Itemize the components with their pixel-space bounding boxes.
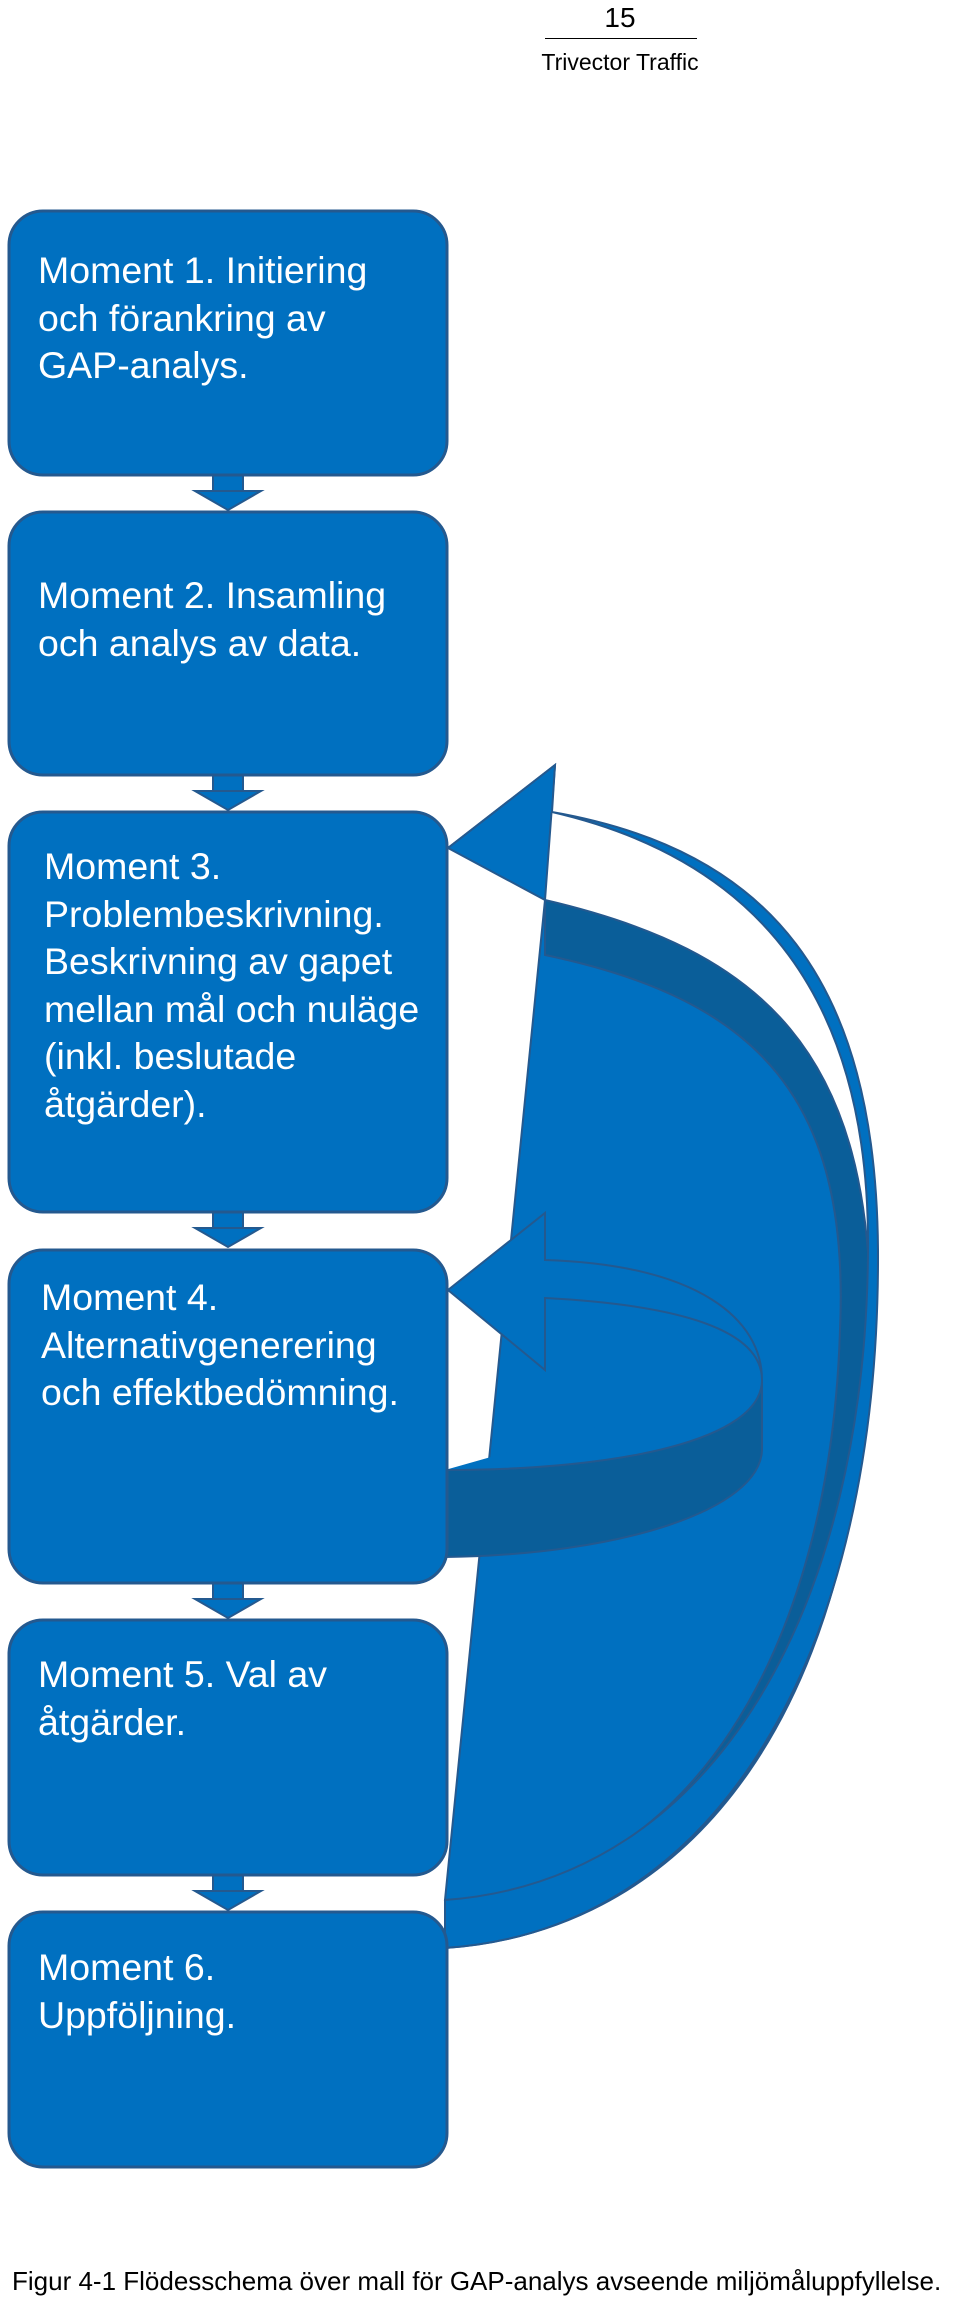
figure-caption: Figur 4-1 Flödesschema över mall för GAP… <box>12 2266 942 2296</box>
feedback-arrow-large-body <box>444 762 880 1950</box>
step-box-5 <box>7 1618 449 1877</box>
step-label-3: Moment 3. Problembeskrivning. Beskrivnin… <box>44 845 420 1125</box>
step-label-6: Moment 6. Uppföljning. <box>38 1946 237 2036</box>
page-number: 15 <box>604 2 636 33</box>
step-box-6 <box>7 1910 449 2169</box>
step-label-1: Moment 1. Initiering och förankring av G… <box>38 249 368 386</box>
step-box-1 <box>7 209 449 477</box>
header-organization: Trivector Traffic <box>541 49 699 75</box>
connector-1-2 <box>191 474 265 512</box>
connector-2-3 <box>191 774 265 812</box>
step-label-4: Moment 4. Alternativgenerering och effek… <box>41 1276 399 1413</box>
step-label-2: Moment 2. Insamling och analys av data. <box>38 574 387 664</box>
step-box-2 <box>7 510 449 777</box>
connector-4-5 <box>191 1582 265 1620</box>
feedback-arrow-small <box>444 1210 764 1471</box>
step-box-3 <box>7 810 449 1214</box>
connector-3-4 <box>191 1211 265 1249</box>
step-box-4 <box>7 1248 449 1585</box>
connector-5-6 <box>191 1874 265 1912</box>
header-rule <box>545 38 697 39</box>
step-label-5: Moment 5. Val av åtgärder. <box>38 1653 328 1743</box>
